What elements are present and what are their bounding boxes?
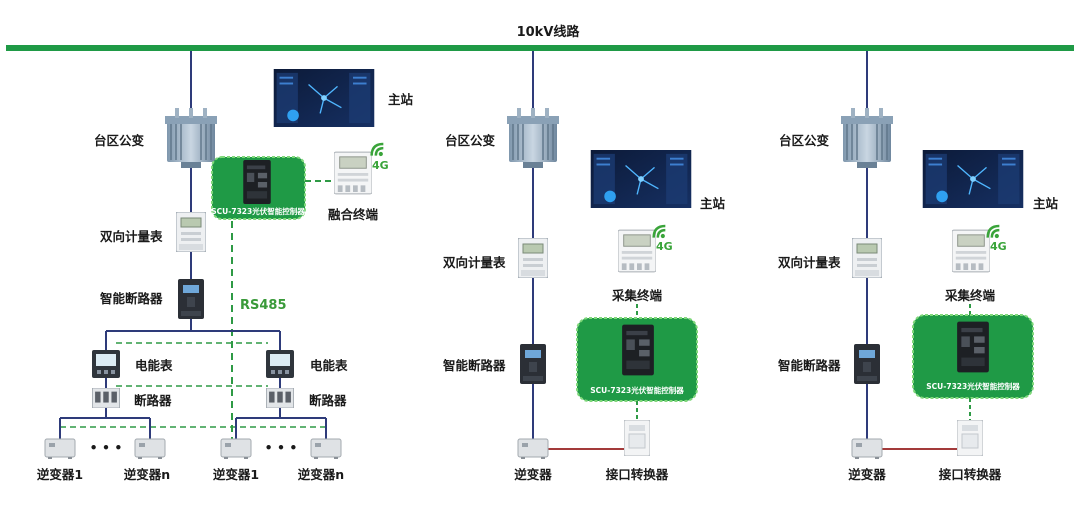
left-inverter-1-icon [44,438,76,459]
middle-master-station-icon [590,150,692,208]
left-4g-label: 4G [372,159,389,172]
left-inverter-n-icon [134,438,166,459]
right-master-station-label: 主站 [1033,196,1059,211]
left-rs485-label: RS485 [240,298,287,313]
middle-bidir-meter-icon [518,238,548,278]
left-sub-breaker-2-icon [266,388,294,408]
right-converter-label: 接口转换器 [939,467,1002,482]
left-inverter-n-label: 逆变器n [124,467,170,482]
right-converter-icon [957,420,983,456]
left-inverter-1b-label: 逆变器1 [213,467,259,482]
middle-transformer-label: 台区公变 [445,133,496,148]
left-energy-meter-label: 电能表 [135,358,173,373]
right-system: 台区公变 主站 双向计量表 4G 采集终端 SCU-7323光伏智能控制器 智能… [777,51,1059,482]
middle-controller-device-icon [622,324,654,376]
left-energy-meter-label-2: 电能表 [310,358,348,373]
right-transformer-label: 台区公变 [779,133,830,148]
right-master-station-icon [922,150,1024,208]
bus-title: 10kV线路 [517,24,581,40]
left-master-station-label: 主站 [388,92,414,107]
left-sub-breaker-1-icon [92,388,120,408]
left-sub-breaker-label: 断路器 [134,393,172,408]
right-breaker-icon [854,344,880,384]
right-bidir-meter-label: 双向计量表 [777,255,841,270]
left-master-station-icon [273,69,375,127]
left-fusion-terminal-label: 融合终端 [328,207,379,222]
middle-breaker-icon [520,344,546,384]
right-4g-label: 4G [990,240,1007,253]
right-inverter-label: 逆变器 [848,467,886,482]
left-controller-device-icon [243,160,271,204]
10kv-bus-line [6,45,1074,51]
right-controller-device-icon [957,321,989,373]
middle-bidir-meter-label: 双向计量表 [442,255,506,270]
middle-4g-label: 4G [656,240,673,253]
left-transformer-icon [164,108,218,168]
middle-collect-terminal-label: 采集终端 [611,288,663,303]
left-inverter-nb-icon [310,438,342,459]
middle-breaker-label: 智能断路器 [442,358,506,373]
middle-converter-icon [624,420,650,456]
left-transformer-label: 台区公变 [94,133,145,148]
right-controller-label: SCU-7323光伏智能控制器 [926,381,1020,391]
left-fusion-terminal-icon [334,151,372,195]
left-bidir-meter-icon [176,212,206,252]
middle-system: 台区公变 主站 双向计量表 4G 采集终端 SCU-7323光伏智能控制器 智能… [442,51,726,482]
right-transformer-icon [840,108,894,168]
left-energy-meter-2-icon [266,350,294,378]
right-bidir-meter-icon [852,238,882,278]
left-sub-breaker-label-2: 断路器 [309,393,347,408]
left-bidir-meter-label: 双向计量表 [99,229,163,244]
left-4g-signal-icon [370,142,385,158]
right-breaker-label: 智能断路器 [777,358,841,373]
left-ellipsis-2: • • • [265,440,298,455]
middle-controller-label: SCU-7323光伏智能控制器 [590,385,684,395]
right-collect-terminal-icon [952,229,990,273]
left-breaker-icon [178,279,204,319]
middle-collect-terminal-icon [618,229,656,273]
right-collect-terminal-label: 采集终端 [944,288,996,303]
left-system: 台区公变 主站 SCU-7323光伏智能控制器 4G 融合终端 双向计量表 智能… [37,51,414,482]
right-inverter-icon [851,438,883,459]
middle-transformer-icon [506,108,560,168]
left-inverter-nb-label: 逆变器n [298,467,344,482]
left-inverter-1-label: 逆变器1 [37,467,83,482]
middle-master-station-label: 主站 [700,196,726,211]
middle-inverter-label: 逆变器 [514,467,552,482]
left-breaker-label: 智能断路器 [99,291,163,306]
middle-converter-label: 接口转换器 [606,467,669,482]
left-controller-label: SCU-7323光伏智能控制器 [211,206,305,216]
left-energy-meter-1-icon [92,350,120,378]
left-inverter-1b-icon [220,438,252,459]
middle-inverter-icon [517,438,549,459]
left-ellipsis-1: • • • [90,440,123,455]
